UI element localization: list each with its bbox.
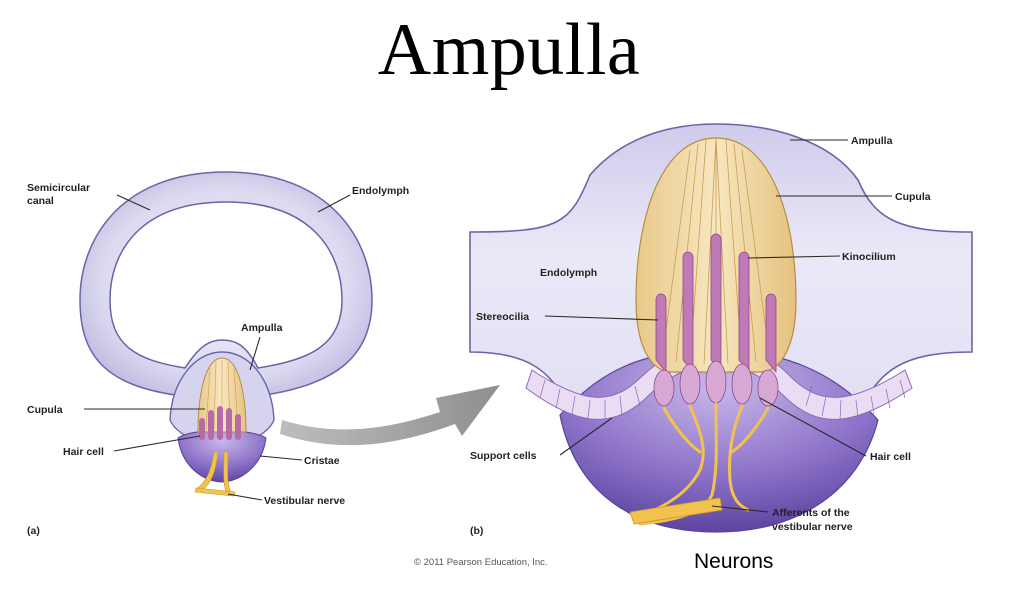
panel-a: Semicircular canal Endolymph Ampulla Cup…	[27, 171, 409, 537]
panel-label-a: (a)	[27, 525, 40, 537]
label-vestibular-nerve-a: Vestibular nerve	[264, 495, 345, 507]
label-cupula-a: Cupula	[27, 404, 63, 416]
label-cupula-b: Cupula	[895, 191, 931, 203]
label-ampulla-b: Ampulla	[851, 135, 893, 147]
label-kinocilium: Kinocilium	[842, 251, 896, 263]
panel-label-b: (b)	[470, 525, 483, 537]
hair-cells-b	[655, 233, 777, 374]
copyright-notice: © 2011 Pearson Education, Inc.	[414, 557, 548, 568]
afferent-nerve-fibers	[638, 402, 770, 526]
support-cell-divisions	[539, 379, 906, 421]
nerve-trunk-a	[194, 487, 236, 497]
label-cristae: Cristae	[304, 455, 340, 467]
page-title: Ampulla	[377, 9, 641, 91]
label-semicircular-canal-line1: Semicircular	[27, 182, 90, 194]
neurons-annotation: Neurons	[694, 550, 774, 573]
label-semicircular-canal-line2: canal	[27, 195, 54, 207]
label-stereocilia: Stereocilia	[476, 311, 529, 323]
label-hair-cell-a: Hair cell	[63, 446, 104, 458]
label-ampulla-a: Ampulla	[241, 322, 283, 334]
hair-cell-bodies	[653, 360, 779, 407]
panel-b: Ampulla Cupula Kinocilium Endolymph Ster…	[469, 123, 973, 537]
label-afferents-line1: Afferents of the	[772, 507, 850, 519]
canal-lumen	[109, 201, 343, 369]
hair-cells-a	[199, 406, 241, 440]
magnify-arrow	[280, 385, 500, 446]
label-endolymph-b: Endolymph	[540, 267, 597, 279]
label-hair-cell-b: Hair cell	[870, 451, 911, 463]
label-afferents-line2: vestibular nerve	[772, 521, 853, 533]
afferent-nerve-trunk	[629, 497, 723, 525]
label-endolymph-a: Endolymph	[352, 185, 409, 197]
label-support-cells: Support cells	[470, 450, 537, 462]
